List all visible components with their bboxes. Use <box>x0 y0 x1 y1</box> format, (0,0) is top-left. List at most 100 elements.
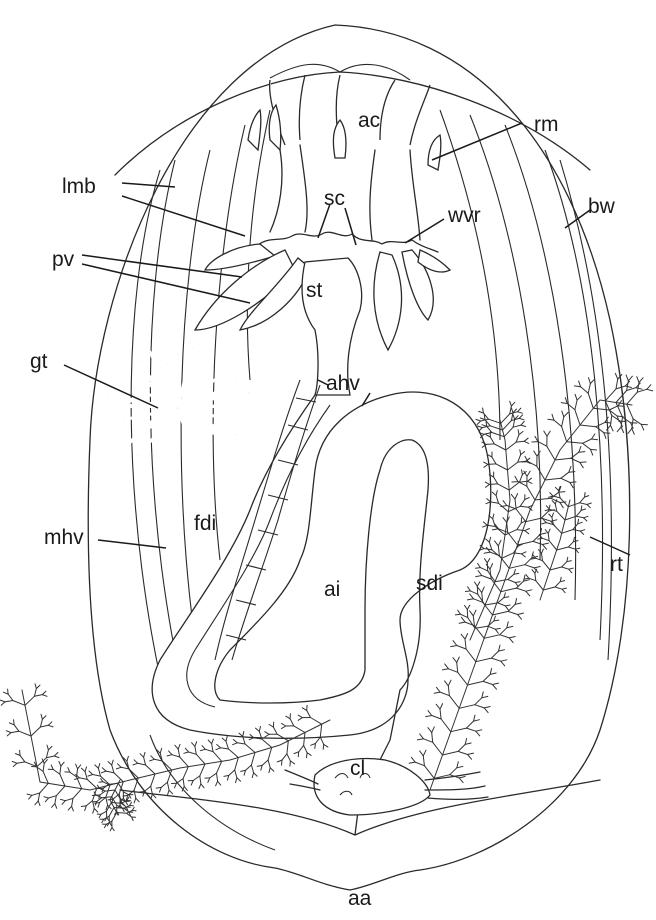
tree-branch <box>151 756 155 760</box>
tree-branch <box>53 770 60 775</box>
label-mhv: mhv <box>44 526 84 549</box>
tree-branch <box>618 406 624 407</box>
tree-branch <box>490 484 498 485</box>
tree-branch <box>216 748 221 750</box>
tree-branch <box>478 563 481 567</box>
tree-branch <box>112 827 114 830</box>
tree-branch <box>245 744 255 753</box>
tree-branch <box>140 791 145 792</box>
tree-branch <box>570 483 573 488</box>
tree-branch <box>11 731 19 732</box>
tree-branch <box>216 781 218 786</box>
tree-branch <box>294 752 299 754</box>
tree-branch <box>575 400 577 410</box>
tree-branch <box>235 758 239 771</box>
tree-branch <box>518 455 521 463</box>
label-rt: rt <box>610 553 623 576</box>
tree-branch <box>637 382 639 392</box>
lmb-band-6 <box>440 110 500 440</box>
tree-branch <box>515 499 516 509</box>
tree-branch <box>522 552 527 554</box>
label-sc: sc <box>324 187 345 210</box>
tree-branch <box>99 814 101 817</box>
tree-branch <box>458 672 468 685</box>
tree-branch <box>496 464 508 470</box>
tree-branch <box>470 594 474 599</box>
tree-branch <box>498 484 510 490</box>
tree-branch <box>262 760 268 765</box>
tree-branch <box>515 582 520 583</box>
tree-branch <box>511 402 514 406</box>
tree-branch <box>42 695 47 697</box>
tree-branch <box>40 725 48 727</box>
tree-branch <box>14 725 19 731</box>
tree-branch <box>519 418 524 419</box>
tree-branch <box>580 462 586 463</box>
tree-branch <box>140 754 144 758</box>
tree-branch <box>528 481 533 483</box>
tree-branch <box>44 760 47 764</box>
tree-branch <box>515 583 518 587</box>
tree-branch <box>48 722 52 726</box>
tree-branch <box>184 787 187 791</box>
tree-branch <box>6 731 11 733</box>
tree-branch <box>505 606 508 610</box>
tree-branch <box>488 621 494 626</box>
tree-branch <box>106 797 108 805</box>
tree-branch <box>453 641 457 646</box>
tree-branch <box>478 571 482 576</box>
tree-branch <box>213 752 222 762</box>
tree-branch <box>526 575 529 579</box>
tree-branch <box>542 549 544 553</box>
tree-branch <box>576 510 581 516</box>
tree-branch <box>562 530 573 534</box>
tree-branch <box>506 442 516 450</box>
tree-branch <box>88 775 93 777</box>
tree-branch <box>538 442 547 447</box>
tree-branch <box>510 406 512 414</box>
tree-branch <box>277 760 282 762</box>
tree-branch <box>548 529 550 533</box>
tree-branch <box>457 646 466 650</box>
tree-branch <box>222 738 226 741</box>
tree-branch <box>458 610 461 614</box>
tree-branch <box>492 550 502 559</box>
tree-branch <box>562 567 569 569</box>
tree-branch <box>73 789 82 799</box>
tree-branch <box>235 770 237 778</box>
tree-branch <box>518 615 522 620</box>
tree-branch <box>509 482 519 490</box>
tree-branch <box>132 807 134 810</box>
tree-branch <box>290 761 294 764</box>
tree-branch <box>484 635 500 639</box>
tree-branch <box>1 702 5 705</box>
tree-branch <box>559 492 565 493</box>
tree-branch <box>415 762 424 766</box>
tree-branch <box>116 767 121 769</box>
tree-branch <box>592 439 598 440</box>
tree-branch <box>579 452 585 453</box>
tree-branch <box>210 773 217 778</box>
tree-branch <box>123 792 128 795</box>
tree-branch <box>129 795 131 798</box>
tree-branch <box>549 514 552 517</box>
label-pv: pv <box>52 248 75 271</box>
label-bw: bw <box>588 195 616 218</box>
tree-branch <box>133 763 138 765</box>
tree-branch <box>145 786 151 791</box>
tree-branch <box>459 778 463 783</box>
tree-branch <box>466 721 473 728</box>
tree-branch <box>304 745 308 752</box>
tree-branch <box>627 388 637 391</box>
tree-branch <box>450 768 457 775</box>
tree-branch <box>647 385 651 390</box>
tree-branch <box>515 476 518 481</box>
tree-branch <box>458 751 467 754</box>
tree-branch <box>518 430 519 435</box>
tree-branch <box>579 447 581 453</box>
tree-branch <box>475 705 484 708</box>
tree-branch <box>510 401 512 406</box>
tree-branch <box>476 576 482 577</box>
tree-branch <box>226 737 227 742</box>
tree-branch <box>636 388 642 390</box>
